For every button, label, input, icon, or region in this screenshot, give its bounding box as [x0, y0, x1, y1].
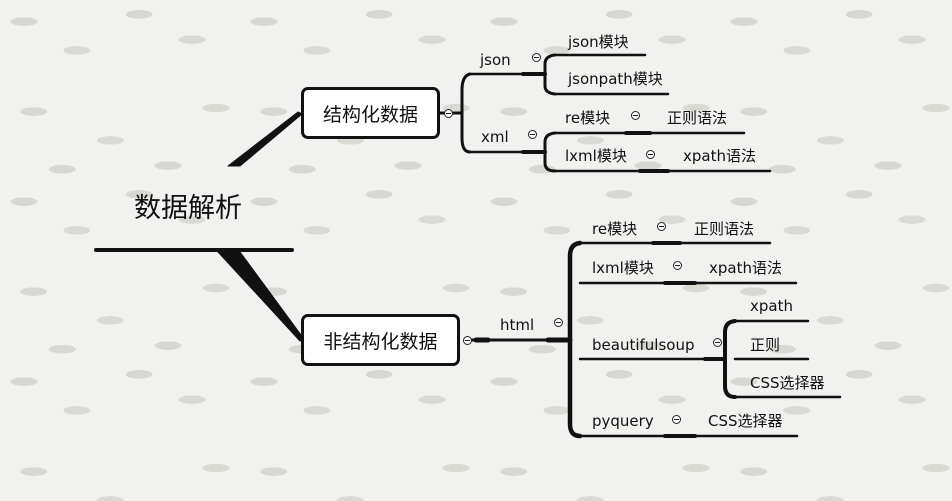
- root-topic[interactable]: 数据解析: [134, 193, 242, 224]
- root-to-unstructured-connector: [217, 251, 305, 342]
- node-html-re-module[interactable]: re模块: [592, 220, 638, 238]
- node-json[interactable]: json: [480, 51, 511, 69]
- topic-structured-data-label: 结构化数据: [322, 103, 418, 126]
- root-to-structured-connector: [227, 111, 303, 167]
- node-bs-regex[interactable]: 正则: [750, 336, 781, 354]
- collapse-html-toggle-icon[interactable]: [554, 318, 563, 327]
- node-html-regex-syntax[interactable]: 正则语法: [694, 220, 755, 238]
- node-pyquery-css-selector[interactable]: CSS选择器: [708, 412, 783, 430]
- node-xml[interactable]: xml: [481, 128, 509, 146]
- collapse-xml-toggle-icon[interactable]: [528, 130, 537, 139]
- node-xml-xpath-syntax[interactable]: xpath语法: [683, 147, 756, 165]
- node-xml-lxml-module[interactable]: lxml模块: [565, 147, 627, 165]
- node-bs-xpath[interactable]: xpath: [750, 297, 793, 315]
- collapse-html-re-toggle-icon[interactable]: [657, 222, 666, 231]
- node-xml-re-module[interactable]: re模块: [565, 109, 611, 127]
- collapse-html-lxml-toggle-icon[interactable]: [673, 261, 682, 270]
- topic-structured-data[interactable]: 结构化数据: [301, 87, 440, 139]
- topic-unstructured-data[interactable]: 非结构化数据: [301, 314, 460, 366]
- xml-bracket: [543, 131, 557, 173]
- node-pyquery[interactable]: pyquery: [592, 412, 654, 430]
- node-json-module[interactable]: json模块: [568, 33, 629, 51]
- collapse-json-toggle-icon[interactable]: [532, 53, 541, 62]
- collapse-beautifulsoup-toggle-icon[interactable]: [713, 338, 722, 347]
- node-html-lxml-module[interactable]: lxml模块: [592, 259, 654, 277]
- collapse-unstructured-toggle-icon[interactable]: [463, 336, 472, 345]
- topic-unstructured-data-label: 非结构化数据: [323, 330, 438, 353]
- collapse-xml-lxml-toggle-icon[interactable]: [646, 150, 655, 159]
- html-bracket: [567, 240, 583, 439]
- collapse-structured-toggle-icon[interactable]: [444, 109, 453, 118]
- node-html[interactable]: html: [500, 316, 535, 334]
- json-bracket: [543, 53, 557, 96]
- beautifulsoup-bracket: [723, 319, 737, 399]
- node-xml-regex-syntax[interactable]: 正则语法: [667, 109, 728, 127]
- node-html-xpath-syntax[interactable]: xpath语法: [709, 259, 782, 277]
- collapse-xml-re-toggle-icon[interactable]: [631, 111, 640, 120]
- collapse-pyquery-toggle-icon[interactable]: [672, 415, 681, 424]
- node-bs-css-selector[interactable]: CSS选择器: [750, 374, 825, 392]
- node-beautifulsoup[interactable]: beautifulsoup: [592, 336, 695, 354]
- structured-bracket: [460, 72, 472, 154]
- node-jsonpath-module[interactable]: jsonpath模块: [568, 70, 663, 88]
